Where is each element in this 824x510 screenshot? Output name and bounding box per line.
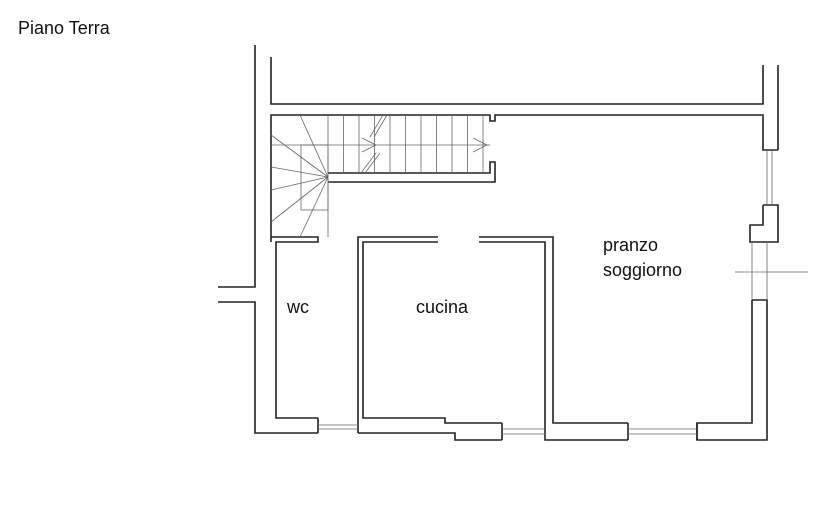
room-label-dining: pranzo bbox=[603, 235, 658, 255]
windows bbox=[318, 150, 808, 435]
walls bbox=[218, 45, 779, 441]
room-label-kitchen: cucina bbox=[416, 297, 469, 317]
floor-title: Piano Terra bbox=[18, 18, 110, 38]
room-label-living: soggiorno bbox=[603, 260, 682, 280]
staircase bbox=[270, 114, 490, 238]
room-label-wc: wc bbox=[286, 297, 309, 317]
